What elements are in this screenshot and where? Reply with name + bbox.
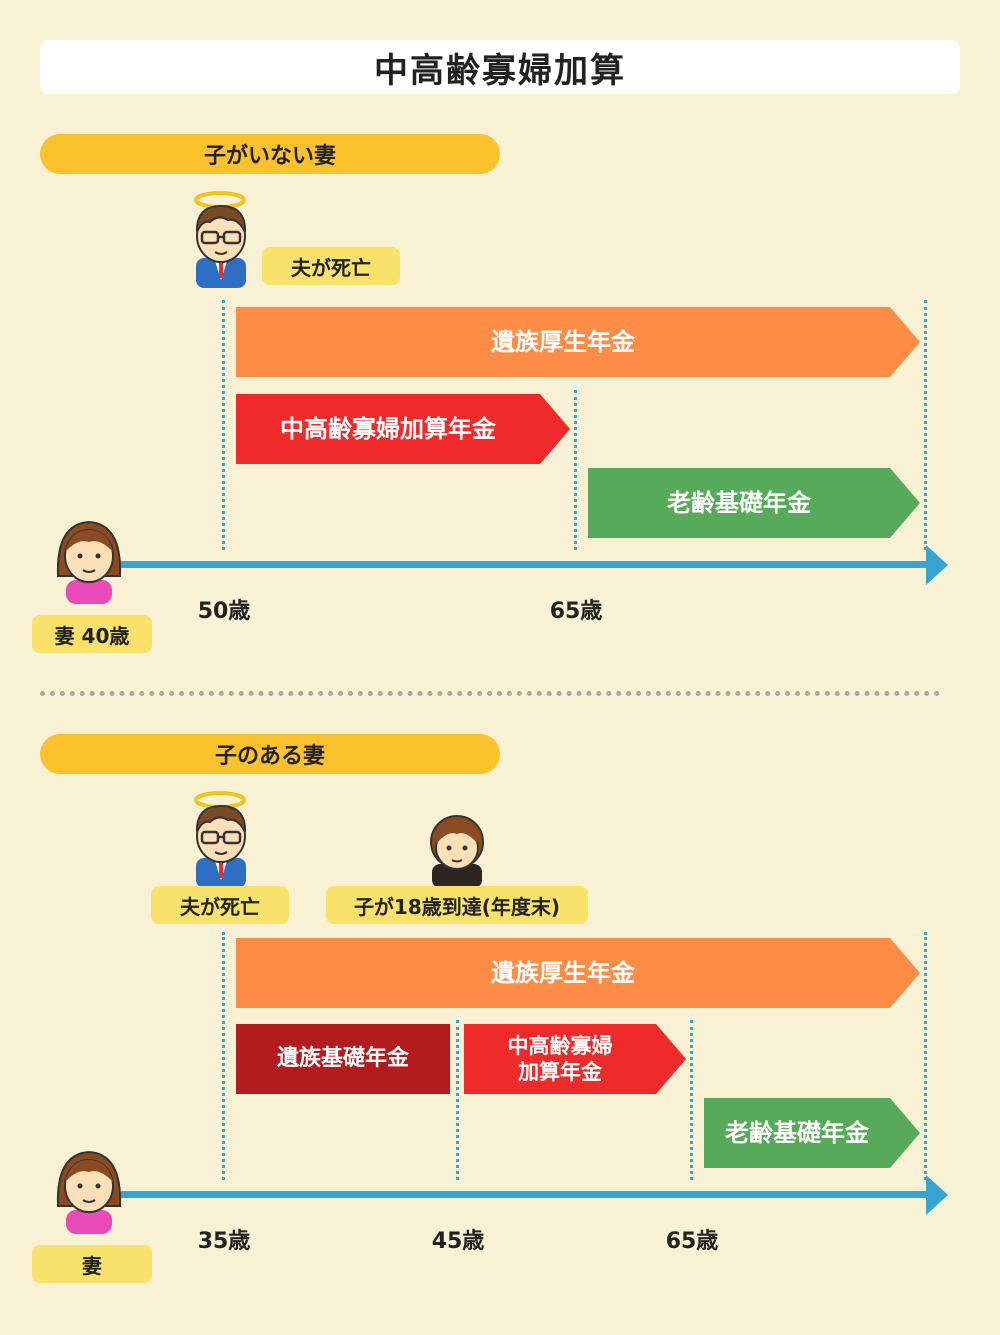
timeline-axis xyxy=(112,561,930,568)
husband-death-tag: 夫が死亡 xyxy=(262,247,400,285)
bar-widow-addition-line1: 中高齢寡婦 xyxy=(507,1033,613,1058)
wife-tag: 妻 xyxy=(32,1245,152,1283)
section-heading: 子がいない妻 xyxy=(40,134,500,174)
bar-old-age-basic-pension: 老齢基礎年金 xyxy=(704,1098,920,1168)
bar-survivor-employee-pension: 遺族厚生年金 xyxy=(236,307,920,377)
bar-survivor-basic-pension: 遺族基礎年金 xyxy=(236,1024,450,1094)
husband-angel-icon xyxy=(188,191,254,290)
timeline-arrowhead xyxy=(926,1175,948,1215)
bar-widow-addition: 中高齢寡婦加算年金 xyxy=(236,394,570,464)
age-label-65: 65歳 xyxy=(549,599,603,624)
husband-angel-icon xyxy=(188,791,254,890)
page-title: 中高齢寡婦加算 xyxy=(40,40,960,94)
bar-widow-addition: 中高齢寡婦 加算年金 xyxy=(464,1024,686,1094)
timeline-arrowhead xyxy=(926,545,948,585)
event-line-45 xyxy=(456,1020,459,1180)
wife-icon xyxy=(52,516,126,606)
timeline-axis xyxy=(112,1191,930,1198)
section-divider xyxy=(40,691,940,696)
wife-icon xyxy=(52,1146,126,1236)
child-18-tag: 子が18歳到達(年度末) xyxy=(326,886,588,924)
bar-old-age-basic-pension: 老齢基礎年金 xyxy=(588,468,920,538)
event-line-35 xyxy=(222,932,225,1180)
event-line-65 xyxy=(574,390,577,550)
event-line-end xyxy=(924,300,927,550)
age-label-45: 45歳 xyxy=(431,1229,485,1254)
wife-age-tag: 妻 40歳 xyxy=(32,615,152,653)
age-label-65: 65歳 xyxy=(665,1229,719,1254)
age-label-50: 50歳 xyxy=(197,599,251,624)
husband-death-tag: 夫が死亡 xyxy=(151,886,289,924)
event-line-50 xyxy=(222,300,225,550)
child-icon xyxy=(420,806,494,888)
section-heading: 子のある妻 xyxy=(40,734,500,774)
bar-widow-addition-line2: 加算年金 xyxy=(518,1060,602,1084)
bar-survivor-employee-pension: 遺族厚生年金 xyxy=(236,938,920,1008)
age-label-35: 35歳 xyxy=(197,1229,251,1254)
event-line-65 xyxy=(690,1020,693,1180)
event-line-end xyxy=(924,932,927,1180)
